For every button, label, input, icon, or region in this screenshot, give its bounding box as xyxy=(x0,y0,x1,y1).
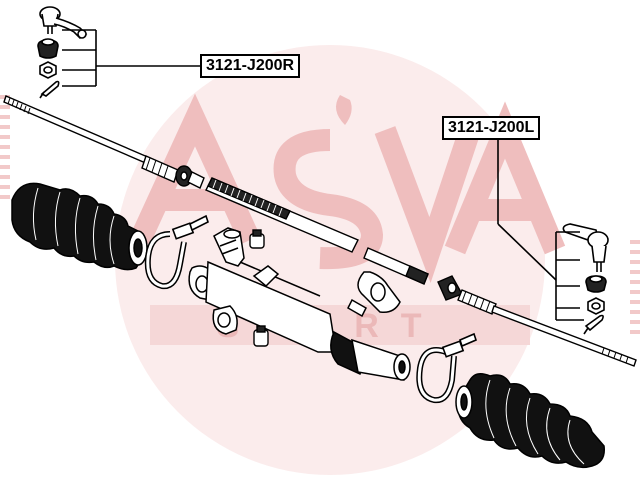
cotter-pin-right xyxy=(39,80,60,99)
callout-bracket-left xyxy=(497,138,584,321)
part-number-label-left[interactable]: 3121-J200L xyxy=(442,116,541,140)
inner-tie-rod-left xyxy=(437,275,637,367)
tie-rod-end-right xyxy=(39,6,88,40)
tie-rod-end-right-group[interactable] xyxy=(37,6,200,99)
boot-clamp-left xyxy=(144,214,209,290)
steering-rack-bar xyxy=(205,177,429,285)
watermark-logo: SPORT xyxy=(0,45,640,475)
pinion-seal-upper xyxy=(249,229,265,249)
tie-rod-end-left xyxy=(562,223,609,272)
cotter-pin-left xyxy=(583,314,604,335)
ball-joint-boot-right xyxy=(37,38,59,59)
boot-clamp-right xyxy=(416,332,477,404)
mounting-bushing xyxy=(330,330,411,381)
rack-boot-right xyxy=(455,373,605,469)
inner-tie-rod-right xyxy=(3,95,205,189)
ball-joint-boot-left xyxy=(585,275,607,293)
castle-nut-left xyxy=(587,297,605,315)
part-number-label-right[interactable]: 3121-J200R xyxy=(200,54,301,78)
tie-rod-end-left-group[interactable] xyxy=(497,138,609,335)
steering-gear-housing xyxy=(188,227,337,353)
mounting-bracket xyxy=(347,271,401,318)
pinion-seal-lower xyxy=(253,325,269,347)
castle-nut-right xyxy=(39,61,57,79)
callout-bracket-right xyxy=(62,29,200,87)
rack-boot-left xyxy=(11,182,148,271)
